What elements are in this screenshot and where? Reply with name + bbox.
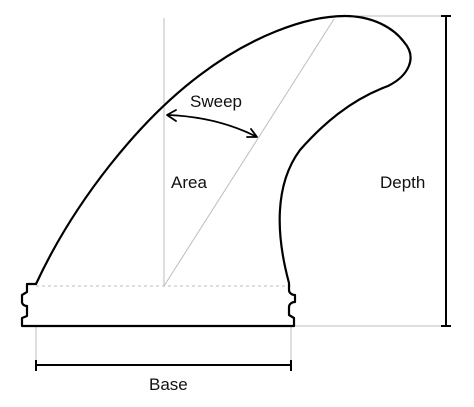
sweep-arc xyxy=(167,114,258,138)
sweep-arrowhead-right xyxy=(246,128,258,138)
fin-outline xyxy=(20,14,412,328)
area-label: Area xyxy=(171,173,207,192)
base-label: Base xyxy=(149,375,188,394)
sweep-arrow xyxy=(166,109,258,138)
depth-label: Depth xyxy=(380,173,425,192)
sweep-angle-line xyxy=(163,18,335,287)
base-dimension xyxy=(35,360,292,371)
sweep-label: Sweep xyxy=(190,92,242,111)
depth-dimension xyxy=(441,15,451,327)
sweep-arrowhead-left xyxy=(166,109,177,122)
guide-lines xyxy=(35,15,450,370)
